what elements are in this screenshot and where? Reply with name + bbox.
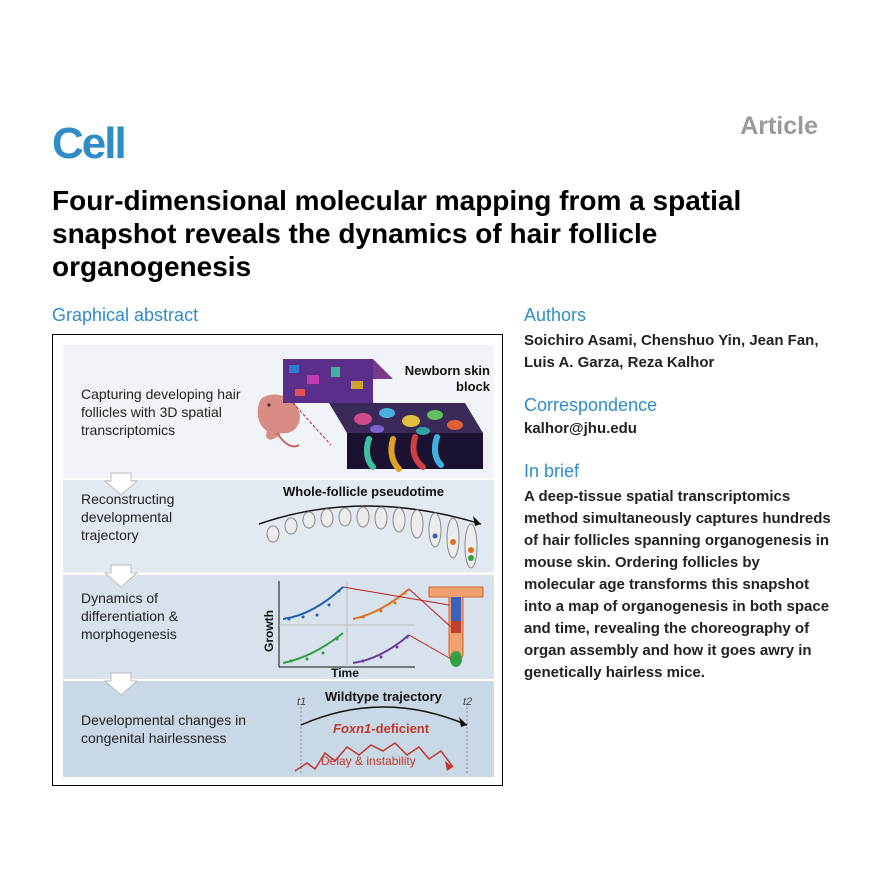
- ga-panel-capture: Capturing developing hair follicles with…: [63, 345, 494, 478]
- graphical-abstract: Capturing developing hair follicles with…: [52, 334, 503, 786]
- growth-dynamics-illustration: Growth Time: [262, 581, 484, 679]
- pseudotime-label: Whole-follicle pseudotime: [283, 484, 445, 499]
- newborn-skin-label: Newborn skin block: [404, 363, 490, 394]
- tissue-block-icon: [283, 359, 489, 472]
- scatter-purple: [352, 634, 410, 664]
- journal-logo: Cell: [52, 119, 127, 168]
- ga-panel-dynamics-text: Dynamics of differentiation & morphogene…: [81, 590, 179, 642]
- in-brief-text: A deep-tissue spatial transcriptomics me…: [524, 488, 831, 681]
- article-title: Four-dimensional molecular mapping from …: [52, 185, 742, 282]
- foxn1-label: Foxn1-deficient: [333, 721, 430, 736]
- ga-panel-capture-text: Capturing developing hair follicles with…: [81, 386, 241, 438]
- scatter-blue: [282, 586, 344, 621]
- t2-marker: t2: [463, 696, 472, 708]
- ga-panel-hairlessness-text: Developmental changes in congenital hair…: [81, 712, 246, 746]
- in-brief-heading: In brief: [524, 461, 580, 481]
- mouse-pup-icon: [257, 394, 300, 448]
- skin-block-illustration: [257, 359, 489, 472]
- ga-panel-trajectory: Reconstructing developmental trajectory …: [63, 480, 494, 572]
- growth-axis-label: Growth: [262, 610, 276, 652]
- graphical-abstract-heading: Graphical abstract: [52, 305, 199, 325]
- scatter-orange: [352, 588, 410, 620]
- wildtype-trajectory-label: Wildtype trajectory: [325, 689, 442, 704]
- authors-heading: Authors: [524, 305, 587, 325]
- scatter-green: [282, 632, 344, 664]
- correspondence-heading: Correspondence: [524, 395, 658, 415]
- follicle-diagram: [428, 586, 484, 667]
- time-axis-label: Time: [331, 666, 359, 679]
- author-list: Soichiro Asami, Chenshuo Yin, Jean Fan, …: [524, 332, 819, 371]
- delay-instability-label: Delay & instability: [321, 754, 416, 768]
- ga-panel-hairlessness: Developmental changes in congenital hair…: [63, 681, 494, 777]
- hairlessness-illustration: t1 t2 Foxn1-deficient Delay & instabilit…: [294, 696, 472, 773]
- ga-panel-dynamics: Dynamics of differentiation & morphogene…: [63, 575, 494, 679]
- t1-marker: t1: [297, 696, 306, 708]
- pseudotime-illustration: [258, 505, 482, 569]
- correspondence-email[interactable]: kalhor@jhu.edu: [524, 420, 637, 437]
- article-type-label: Article: [740, 112, 818, 140]
